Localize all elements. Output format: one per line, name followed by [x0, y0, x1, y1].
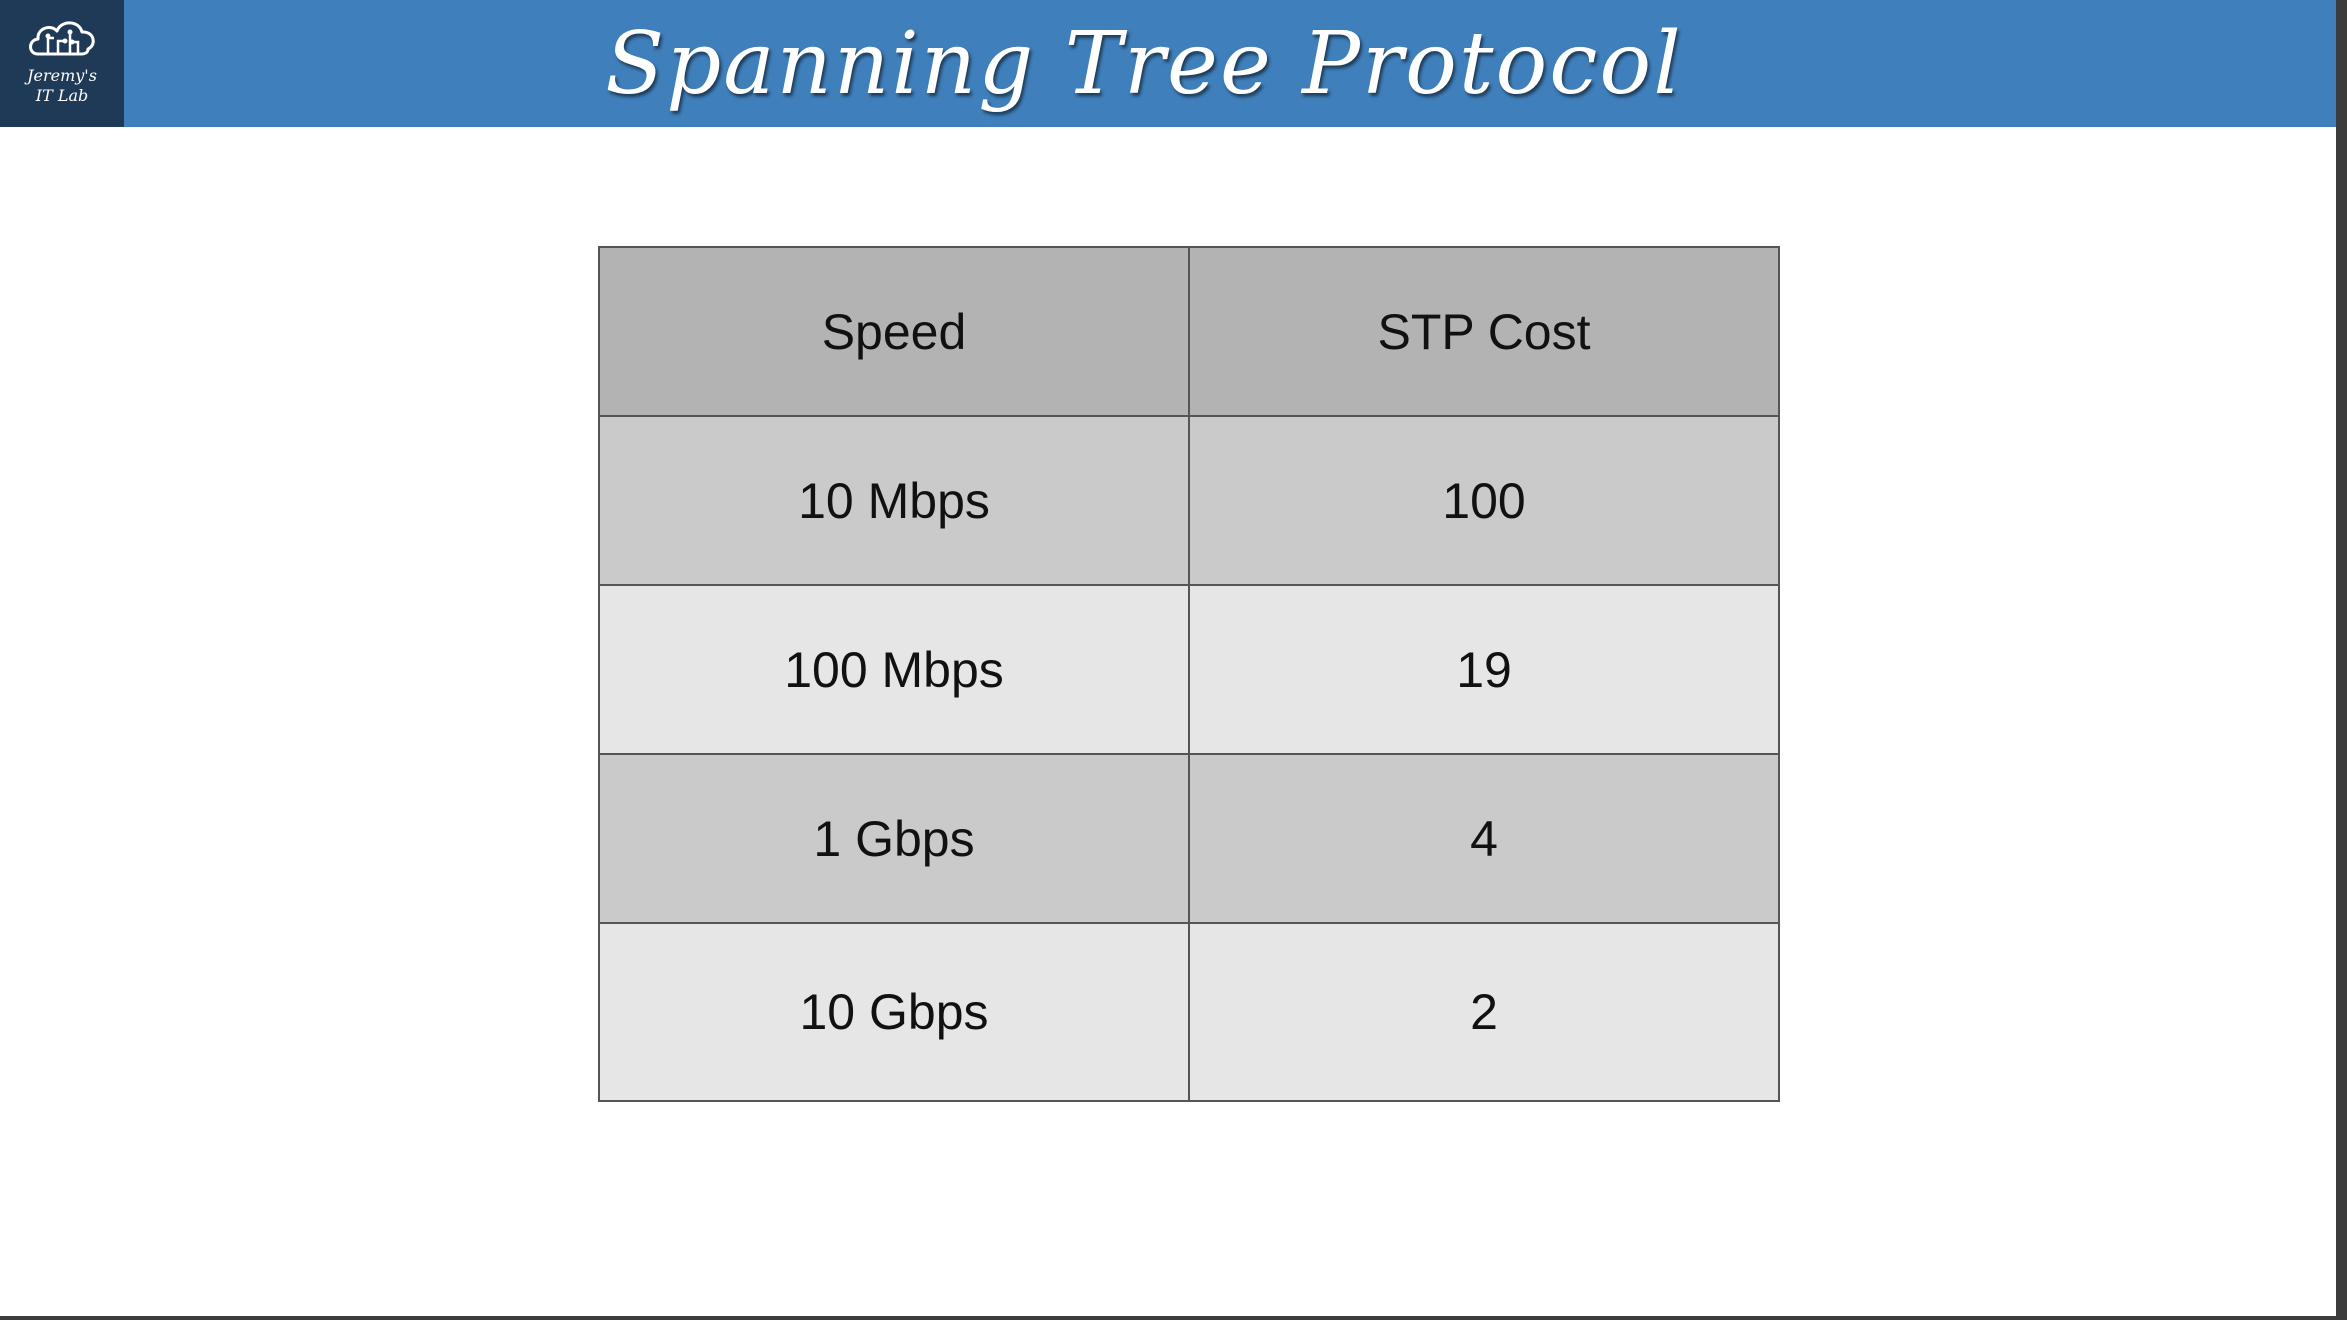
table-row: 1 Gbps 4: [598, 753, 1780, 924]
table-row: 10 Mbps 100: [598, 415, 1780, 586]
cost-cell: 4: [1188, 753, 1780, 924]
logo-text: Jeremy's IT Lab: [27, 66, 97, 106]
speed-cell: 10 Gbps: [598, 922, 1190, 1102]
column-header-speed: Speed: [598, 246, 1190, 417]
title-bar: Jeremy's IT Lab Spanning Tree Protocol: [0, 0, 2336, 127]
speed-cell: 10 Mbps: [598, 415, 1190, 586]
window-edge-right: [2336, 0, 2347, 1320]
cost-cell: 100: [1188, 415, 1780, 586]
cost-cell: 2: [1188, 922, 1780, 1102]
stp-cost-table: Speed STP Cost 10 Mbps 100 100 Mbps 19 1…: [598, 246, 1780, 1102]
logo: Jeremy's IT Lab: [0, 0, 124, 127]
logo-line-1: Jeremy's: [27, 66, 97, 85]
logo-line-2: IT Lab: [35, 86, 89, 105]
table-row: 100 Mbps 19: [598, 584, 1780, 755]
column-header-stp-cost: STP Cost: [1188, 246, 1780, 417]
cost-cell: 19: [1188, 584, 1780, 755]
window-edge-bottom: [0, 1316, 2347, 1320]
speed-cell: 1 Gbps: [598, 753, 1190, 924]
table-header-row: Speed STP Cost: [598, 246, 1780, 417]
speed-cell: 100 Mbps: [598, 584, 1190, 755]
cloud-circuit-icon: [29, 21, 95, 56]
table-row: 10 Gbps 2: [598, 922, 1780, 1102]
page-title: Spanning Tree Protocol: [605, 13, 1683, 114]
